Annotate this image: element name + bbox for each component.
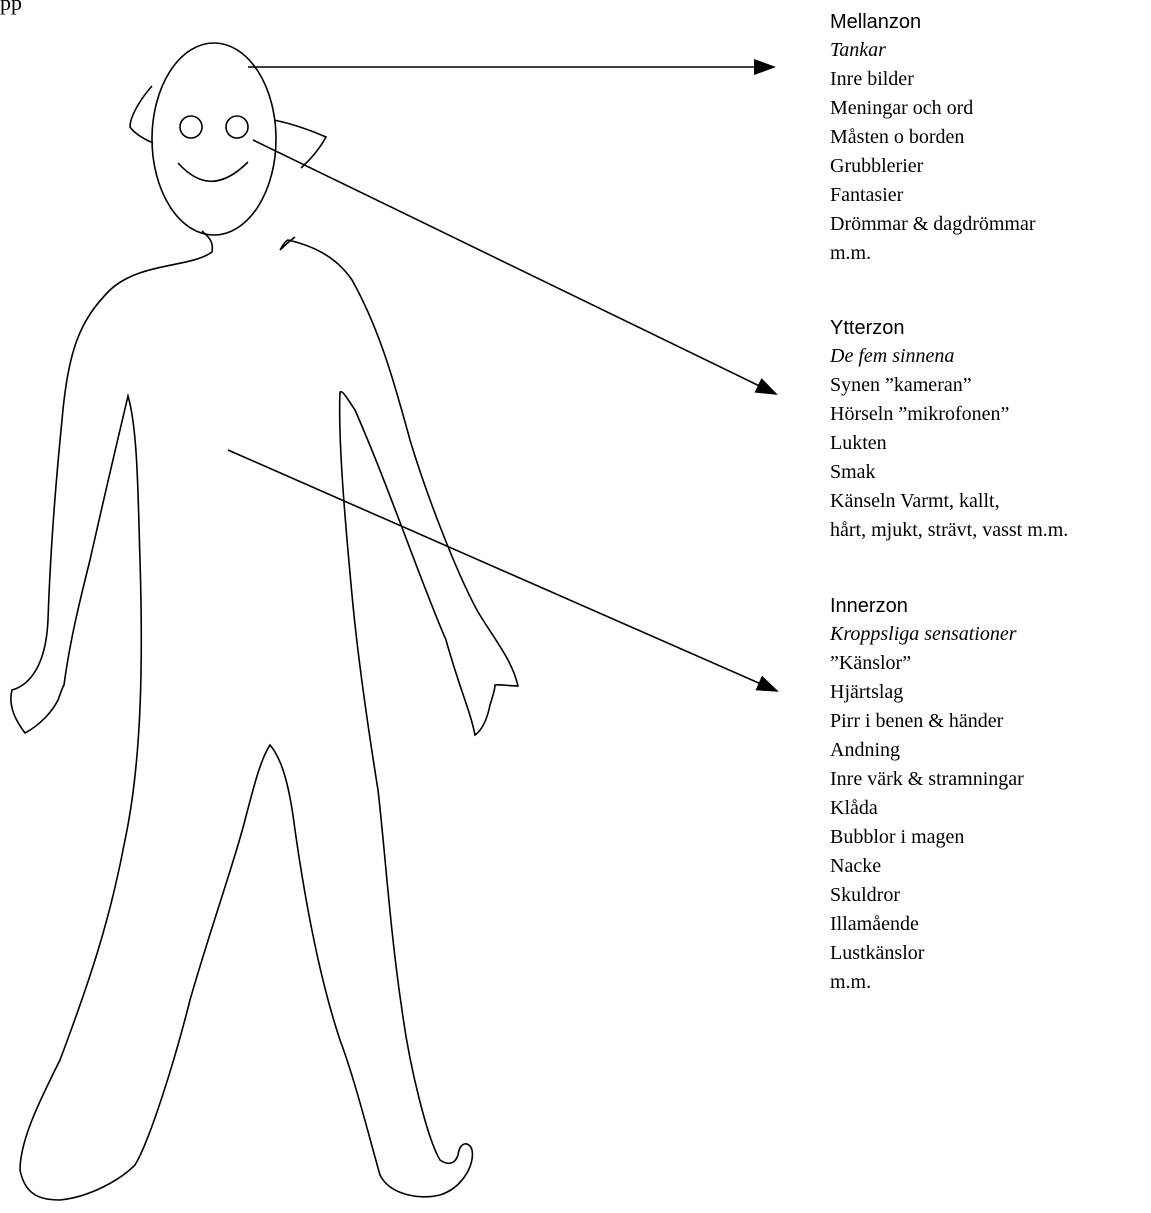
left-eye (180, 116, 202, 138)
body-outline (11, 231, 518, 1200)
zone-subtitle: Tankar (830, 36, 1036, 65)
zone-title: Ytterzon (830, 316, 1068, 340)
zone-item: Pirr i benen & händer (830, 707, 1024, 736)
zone-item: Inre värk & stramningar (830, 765, 1024, 794)
zone-item: m.m. (830, 239, 1036, 268)
zone-item: Illamående (830, 910, 1024, 939)
zone-item: Skuldror (830, 881, 1024, 910)
right-eye (226, 116, 248, 138)
zone-item: Bubblor i magen (830, 823, 1024, 852)
zone-ytterzon: Ytterzon De fem sinnena Synen ”kameran” … (830, 316, 1068, 545)
zone-item: Smak (830, 458, 1068, 487)
zone-item: Känseln Varmt, kallt, (830, 487, 1068, 516)
zone-subtitle: Kroppsliga sensationer (830, 620, 1024, 649)
zone-title: Mellanzon (830, 10, 1036, 34)
zone-title: Innerzon (830, 594, 1024, 618)
right-ear (274, 120, 326, 168)
zone-item: Lukten (830, 429, 1068, 458)
left-ear (130, 86, 153, 143)
zone-item: Klåda (830, 794, 1024, 823)
zone-innerzon: Innerzon Kroppsliga sensationer ”Känslor… (830, 594, 1024, 997)
arrow-innerzon (228, 450, 777, 691)
head-outline (152, 43, 276, 235)
zone-item: hårt, mjukt, strävt, vasst m.m. (830, 516, 1068, 545)
zone-item: m.m. (830, 968, 1024, 997)
zone-item: Meningar och ord (830, 94, 1036, 123)
zone-item: Lustkänslor (830, 939, 1024, 968)
zone-mellanzon: Mellanzon Tankar Inre bilder Meningar oc… (830, 10, 1036, 268)
zone-item: Hjärtslag (830, 678, 1024, 707)
smile (178, 162, 248, 181)
zone-item: ”Känslor” (830, 649, 1024, 678)
zone-item: Synen ”kameran” (830, 371, 1068, 400)
arrow-ytterzon (253, 140, 776, 394)
zone-item: Andning (830, 736, 1024, 765)
zone-item: Fantasier (830, 181, 1036, 210)
zone-item: Nacke (830, 852, 1024, 881)
zone-subtitle: De fem sinnena (830, 342, 1068, 371)
zone-item: Måsten o borden (830, 123, 1036, 152)
zone-item: Drömmar & dagdrömmar (830, 210, 1036, 239)
zone-item: Inre bilder (830, 65, 1036, 94)
zone-item: Grubblerier (830, 152, 1036, 181)
zone-item: Hörseln ”mikrofonen” (830, 400, 1068, 429)
